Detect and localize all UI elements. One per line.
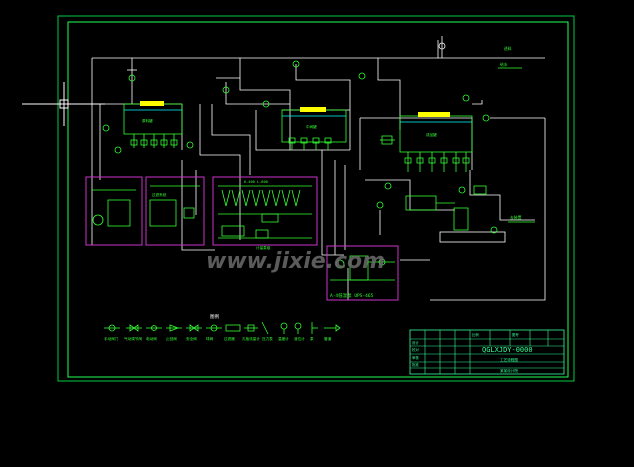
inner-frame bbox=[67, 21, 569, 378]
label-tank-right: 成品罐 bbox=[426, 132, 437, 137]
right-equipment bbox=[405, 185, 487, 231]
legend-label: 压力表 bbox=[262, 336, 273, 341]
box-c bbox=[212, 176, 318, 246]
box-a bbox=[85, 176, 143, 246]
valve-bank-left bbox=[130, 134, 178, 148]
title-cell-2: 校对 bbox=[412, 347, 419, 352]
label-tank-left: 原料罐 bbox=[142, 118, 153, 123]
legend-label: 过滤器 bbox=[224, 336, 235, 341]
company-name: 某某设计院 bbox=[500, 368, 518, 373]
legend-labels: 手动阀门 气动调节阀 电动阀 止回阀 安全阀 球阀 过滤器 孔板流量计 压力表 … bbox=[104, 336, 332, 341]
title-cell-1: 设计 bbox=[412, 340, 419, 345]
title-cell-3: 审核 bbox=[412, 355, 419, 360]
label-pump-unit: A-4低温泵 UPS-465 bbox=[330, 292, 374, 299]
legend-label: 球阀 bbox=[206, 336, 214, 341]
legend-label: 止回阀 bbox=[166, 336, 177, 341]
box-b bbox=[145, 176, 205, 246]
title-cell-4: 批准 bbox=[412, 362, 419, 367]
instrument-symbols bbox=[102, 60, 498, 234]
valve-bank-middle bbox=[288, 137, 332, 150]
label-tank-middle: 中间罐 bbox=[306, 124, 317, 129]
box-d bbox=[326, 245, 399, 301]
title-block: 设计 校对 审核 批准 比例 图号 QGLXJDY-0000 工艺流程图 某某设… bbox=[409, 329, 565, 375]
legend-label: 手动阀门 bbox=[104, 336, 119, 341]
label-right: 去装置 bbox=[510, 215, 522, 220]
feed-marker bbox=[438, 36, 446, 58]
legend-label: 液位计 bbox=[294, 336, 305, 341]
label-box-b: 过滤系统 bbox=[152, 192, 167, 197]
legend-label: 管道 bbox=[324, 336, 332, 341]
label-water-in: 给水 bbox=[500, 62, 508, 67]
legend-label: 电动阀 bbox=[146, 336, 157, 341]
label-box-c-header: 6-400 L-600 bbox=[244, 180, 268, 184]
label-feed-top: 进料 bbox=[504, 46, 512, 51]
tank-right bbox=[399, 112, 473, 153]
valve-bank-right bbox=[380, 135, 470, 172]
legend-label: 泵 bbox=[310, 336, 314, 341]
legend-label: 温度计 bbox=[278, 336, 289, 341]
legend-title: 图例 bbox=[210, 313, 219, 320]
crosshair-icon bbox=[22, 82, 105, 126]
outer-frame bbox=[57, 15, 575, 382]
tank-middle bbox=[281, 107, 347, 143]
title-cell-6: 图号 bbox=[512, 332, 519, 337]
tank-left bbox=[123, 101, 183, 135]
label-box-c: 计量泵组 bbox=[256, 245, 271, 250]
legend-symbols bbox=[104, 321, 341, 335]
watermark: www.jixie.com bbox=[206, 249, 385, 274]
project-name: 工艺流程图 bbox=[500, 357, 518, 362]
legend-label: 孔板流量计 bbox=[242, 336, 260, 341]
legend-label: 安全阀 bbox=[186, 336, 197, 341]
title-cell-5: 比例 bbox=[472, 332, 479, 337]
legend-label: 气动调节阀 bbox=[124, 336, 142, 341]
drawing-number: QGLXJDY-0000 bbox=[482, 346, 533, 354]
